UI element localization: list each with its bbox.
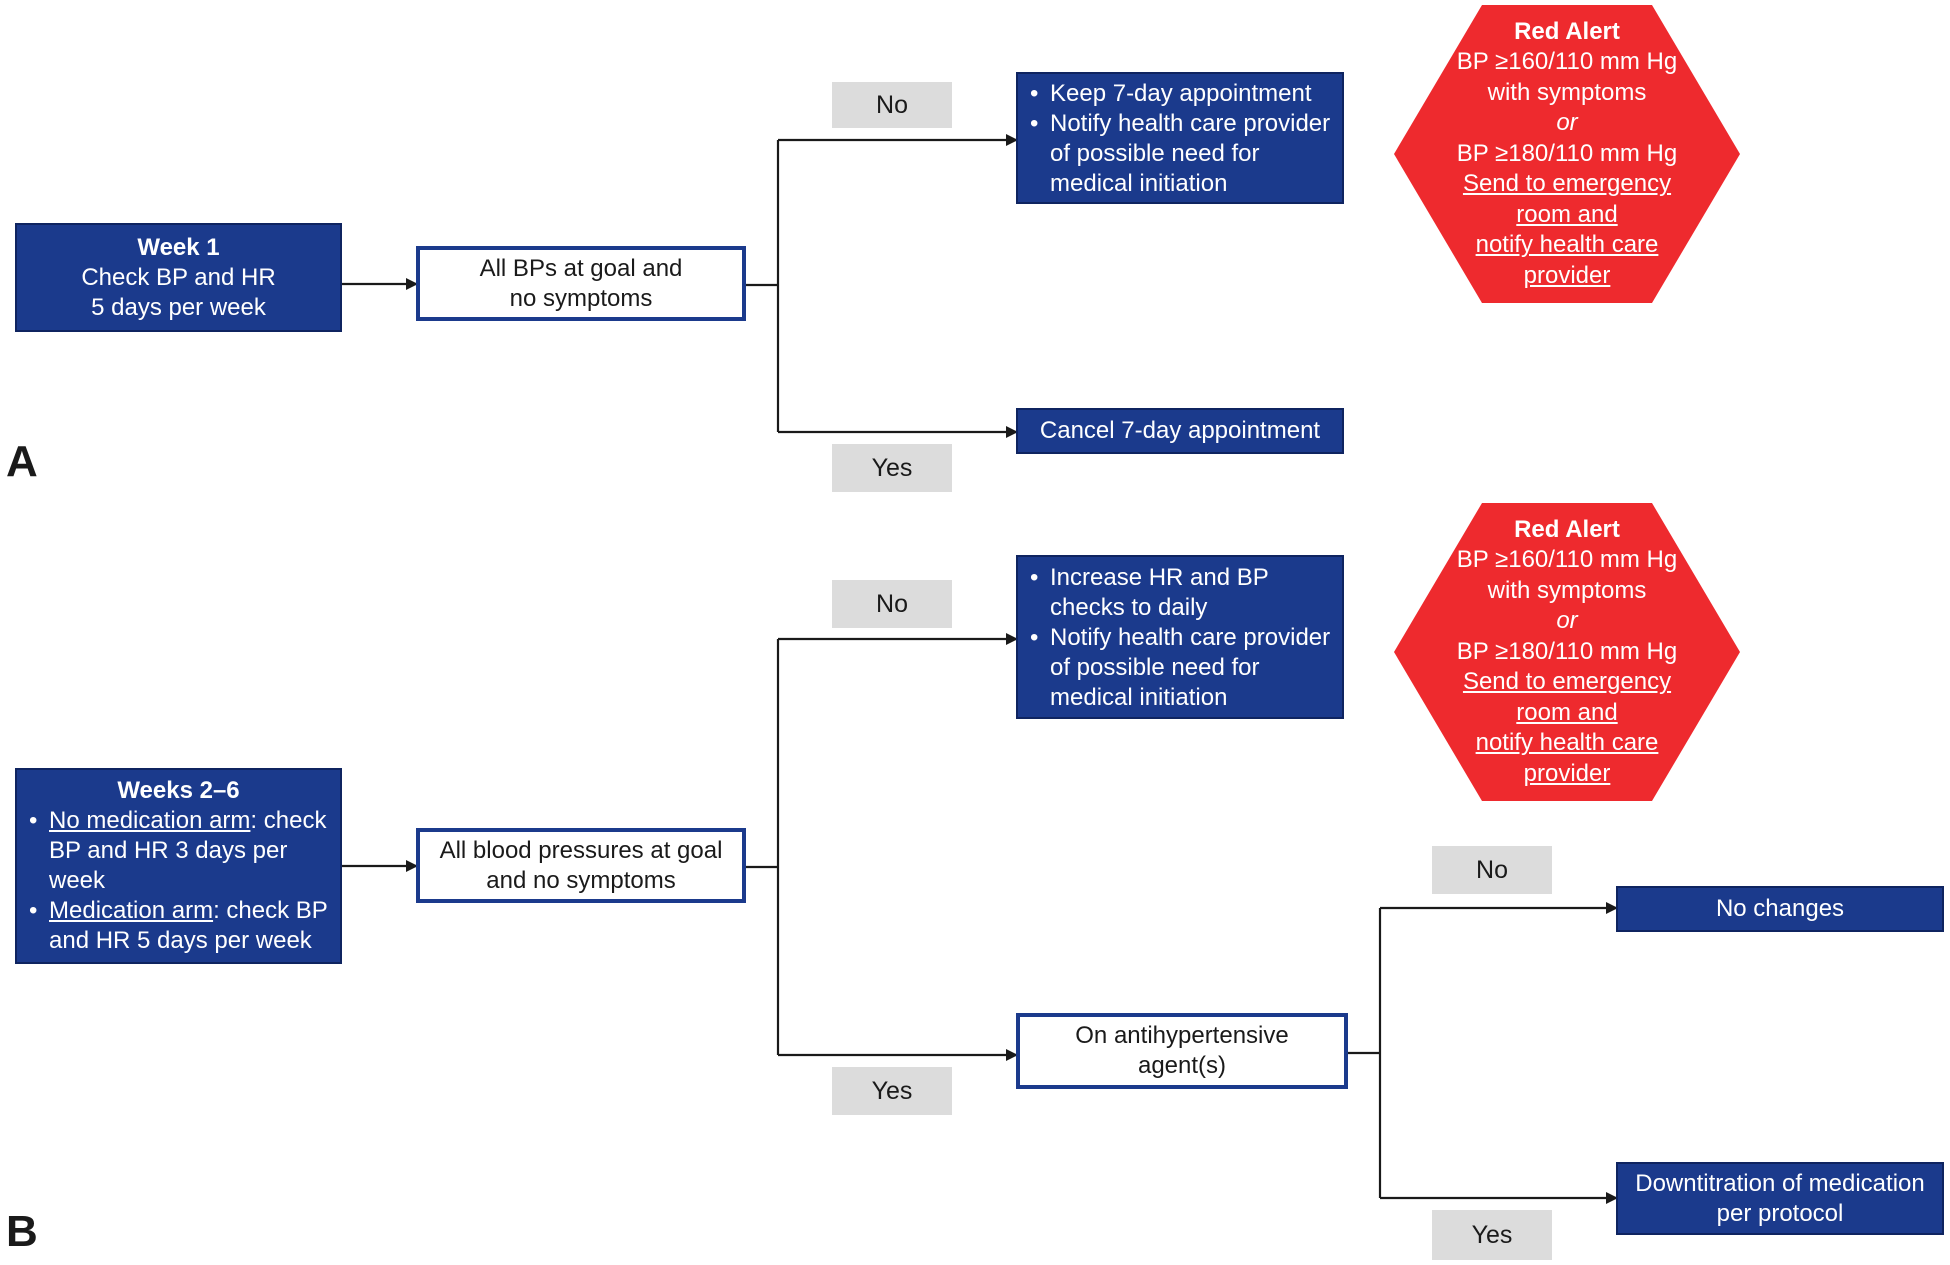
red-alert-line: with symptoms (1487, 576, 1647, 604)
yes2-label: Yes (1432, 1210, 1552, 1260)
hexagon-shape (1394, 5, 1740, 303)
no2-label: No (1432, 846, 1552, 894)
decision-a-line: no symptoms (509, 284, 653, 312)
decision-b2-line: On antihypertensive (1075, 1022, 1289, 1049)
red-alert-line: BP ≥160/110 mm Hg (1456, 48, 1678, 76)
panel-letter-b: B (6, 1207, 38, 1256)
hexagon-shape (1394, 503, 1740, 801)
no-changes-text: No changes (1715, 895, 1845, 922)
red-alert-action: room and (1516, 698, 1618, 726)
red-alert-a: Red Alert BP ≥160/110 mm Hg with symptom… (1394, 5, 1740, 303)
red-alert-b: Red Alert BP ≥160/110 mm Hg with symptom… (1394, 503, 1740, 801)
weeks-item: No medication arm: check BP and HR 3 day… (27, 806, 330, 896)
no-changes-box: No changes (1616, 886, 1944, 932)
weeks-title: Weeks 2–6 (117, 777, 240, 804)
week1-line: 5 days per week (91, 293, 266, 321)
red-alert-action: room and (1516, 200, 1618, 228)
decision-box-b: All blood pressures at goal and no sympt… (416, 828, 746, 903)
decision-box-b2: On antihypertensive agent(s) (1016, 1013, 1348, 1089)
yes-action-box-a: Cancel 7-day appointment (1016, 408, 1344, 454)
decision-a-line: All BPs at goal and (479, 254, 683, 282)
downtitration-box: Downtitration of medication per protocol (1616, 1162, 1944, 1235)
yes-label-a: Yes (832, 444, 952, 492)
arm-text: : check BP and HR 3 days per week (49, 807, 327, 894)
decision-box-a: All BPs at goal and no symptoms (416, 246, 746, 321)
panel-letter-a: A (6, 437, 38, 486)
red-alert-line: with symptoms (1487, 78, 1647, 106)
red-alert-action: notify health care (1475, 729, 1659, 757)
red-alert-or: or (1556, 109, 1578, 137)
decision-b2-line: agent(s) (1137, 1052, 1227, 1079)
arm-name: No medication arm (49, 807, 251, 834)
decision-b-line: All blood pressures at goal (439, 836, 723, 864)
week1-line: Check BP and HR (81, 263, 276, 291)
downtitration-line: Downtitration of medication (1635, 1169, 1925, 1197)
weeks-item: Medication arm: check BP and HR 5 days p… (27, 896, 330, 956)
action-item: Notify health care provider of possible … (1028, 623, 1332, 713)
red-alert-title: Red Alert (1514, 17, 1620, 45)
no-action-box-b: Increase HR and BP checks to daily Notif… (1016, 555, 1344, 719)
red-alert-action: Send to emergency (1462, 170, 1672, 198)
no-label-a: No (832, 82, 952, 128)
week1-title: Week 1 (137, 233, 220, 261)
red-alert-title: Red Alert (1514, 515, 1620, 543)
red-alert-line: BP ≥180/110 mm Hg (1456, 637, 1678, 665)
action-item: Notify health care provider of possible … (1028, 109, 1332, 199)
red-alert-line: BP ≥160/110 mm Hg (1456, 546, 1678, 574)
decision-b-line: and no symptoms (486, 866, 676, 894)
red-alert-action: provider (1523, 759, 1611, 787)
red-alert-line: BP ≥180/110 mm Hg (1456, 139, 1678, 167)
week1-box: Week 1 Check BP and HR 5 days per week (15, 223, 342, 332)
no-label-b: No (832, 580, 952, 628)
action-item: Increase HR and BP checks to daily (1028, 563, 1332, 623)
arm-text: : check BP and HR 5 days per week (49, 897, 328, 954)
red-alert-action: notify health care (1475, 231, 1659, 259)
yes-label-b: Yes (832, 1067, 952, 1115)
downtitration-line: per protocol (1716, 1199, 1844, 1227)
arm-name: Medication arm (49, 897, 214, 924)
yes-action-a-text: Cancel 7-day appointment (1039, 417, 1321, 444)
action-item: Keep 7-day appointment (1028, 79, 1332, 109)
no-action-box-a: Keep 7-day appointment Notify health car… (1016, 72, 1344, 204)
red-alert-action: Send to emergency (1462, 668, 1672, 696)
weeks-box: Weeks 2–6 No medication arm: check BP an… (15, 768, 342, 964)
red-alert-or: or (1556, 607, 1578, 635)
red-alert-action: provider (1523, 261, 1611, 289)
